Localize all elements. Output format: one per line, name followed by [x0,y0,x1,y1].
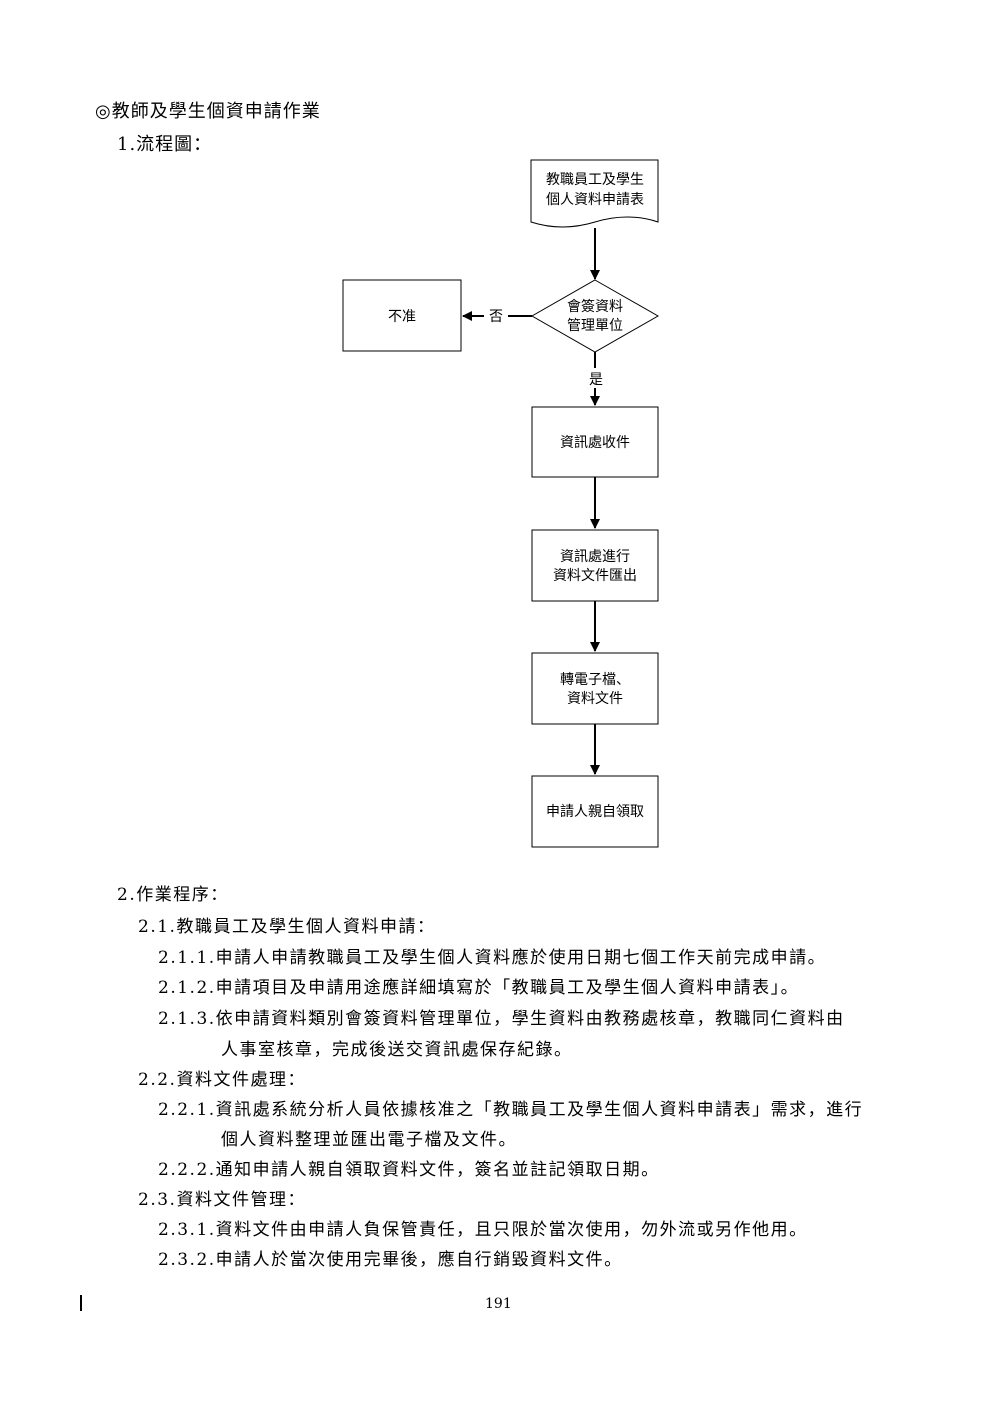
revision-margin-bar [80,1295,82,1311]
procedure-2-3: 2.3.資料文件管理： [138,1190,306,1210]
flowchart: 教職員工及學生 個人資料申請表 會簽資料 管理單位 否 不准 是 資訊處收件 資… [342,159,660,848]
step-convert-text-1: 轉電子檔、 [560,672,630,688]
step-convert-text-2: 資料文件 [567,691,623,707]
rejected-text: 不准 [388,309,416,325]
procedure-2-1-3-line1: 2.1.3.依申請資料類別會簽資料管理單位，學生資料由教務處核章，教職同仁資料由 [158,1009,845,1029]
no-label: 否 [489,309,503,325]
decision-node [530,279,660,353]
procedure-2-2-1-line2: 個人資料整理並匯出電子檔及文件。 [221,1130,517,1150]
decision-text-2: 管理單位 [567,318,623,334]
step-convert-node [531,652,659,725]
step-export-node [531,529,659,602]
start-document-node [530,159,659,228]
procedure-2-1: 2.1.教職員工及學生個人資料申請： [138,917,436,937]
procedure-2-3-1: 2.3.1.資料文件由申請人負保管責任，且只限於當次使用，勿外流或另作他用。 [158,1220,808,1240]
procedure-2-1-2: 2.1.2.申請項目及申請用途應詳細填寫於「教職員工及學生個人資料申請表」。 [158,978,800,998]
section-flowchart-title: 1.流程圖： [117,134,213,155]
start-node-text-1: 教職員工及學生 [546,172,644,188]
decision-text-1: 會簽資料 [567,298,623,315]
step-receive-node [531,406,659,478]
yes-label: 是 [589,372,603,388]
procedure-2-2: 2.2.資料文件處理： [138,1070,306,1090]
rejected-node [342,279,462,352]
step-receive-text: 資訊處收件 [560,435,630,451]
procedure-2-1-1: 2.1.1.申請人申請教職員工及學生個人資料應於使用日期七個工作天前完成申請。 [158,948,827,968]
yes-label-bg [585,368,607,388]
procedure-2-2-2: 2.2.2.通知申請人親自領取資料文件，簽名並註記領取日期。 [158,1160,660,1180]
page-number: 191 [485,1296,512,1312]
no-label-bg [484,305,508,327]
section-procedures-title: 2.作業程序： [117,885,229,905]
document-heading: ◎教師及學生個資申請作業 [95,101,321,122]
procedure-2-1-3-line2: 人事室核章，完成後送交資訊處保存紀錄。 [221,1040,573,1060]
procedure-2-3-2: 2.3.2.申請人於當次使用完畢後，應自行銷毀資料文件。 [158,1250,623,1270]
step-export-text-2: 資料文件匯出 [553,568,637,584]
step-export-text-1: 資訊處進行 [560,549,630,565]
start-node-text-2: 個人資料申請表 [546,192,644,208]
procedure-2-2-1-line1: 2.2.1.資訊處系統分析人員依據核准之「教職員工及學生個人資料申請表」需求，進… [158,1100,864,1120]
step-pickup-text: 申請人親自領取 [546,803,644,820]
step-pickup-node [531,775,659,848]
